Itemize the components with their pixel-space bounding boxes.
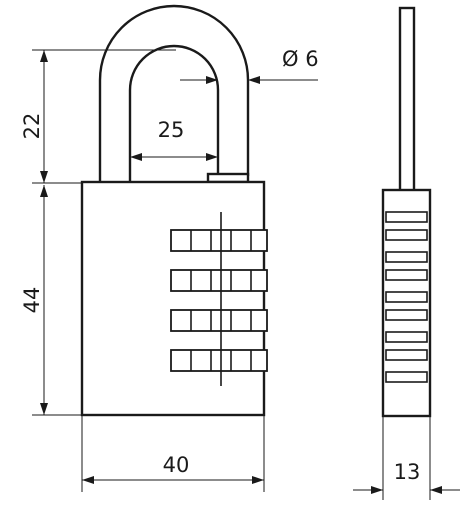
dial-wheel[interactable]: [170, 229, 268, 252]
shackle: [98, 4, 250, 184]
dimension-shackle-diameter: Ø 6: [180, 47, 319, 84]
shackle-diameter-label: Ø 6: [282, 47, 319, 71]
side-dial-edges: [385, 211, 428, 383]
combination-dials: [170, 229, 268, 372]
side-view: [381, 6, 432, 418]
body-depth-label: 13: [394, 460, 421, 484]
body-height-label: 44: [20, 287, 44, 314]
side-dial-edge: [385, 331, 428, 343]
side-dial-edge: [385, 309, 428, 321]
side-dial-edge: [385, 371, 428, 383]
side-dial-edge: [385, 211, 428, 223]
lock-body-side: [381, 188, 432, 418]
side-dial-edge: [385, 269, 428, 281]
dimension-shackle-height: 22: [20, 49, 176, 184]
side-dial-edge: [385, 251, 428, 263]
shackle-side: [398, 6, 416, 193]
shackle-height-label: 22: [20, 113, 44, 140]
dial-wheel[interactable]: [170, 269, 268, 292]
dimension-body-height: 44: [20, 185, 82, 416]
side-dial-edge: [385, 349, 428, 361]
front-view: [80, 4, 268, 417]
dial-wheel[interactable]: [170, 309, 268, 332]
dimension-body-depth: 13: [353, 416, 460, 500]
side-dial-edge: [385, 229, 428, 241]
body-width-label: 40: [163, 453, 190, 477]
dial-wheel[interactable]: [170, 349, 268, 372]
lock-body: [80, 180, 266, 417]
dimension-body-width: 40: [81, 415, 265, 492]
side-dial-edge: [385, 291, 428, 303]
dimension-shackle-inner-width: 25: [130, 118, 218, 161]
shackle-inner-width-label: 25: [158, 118, 185, 142]
